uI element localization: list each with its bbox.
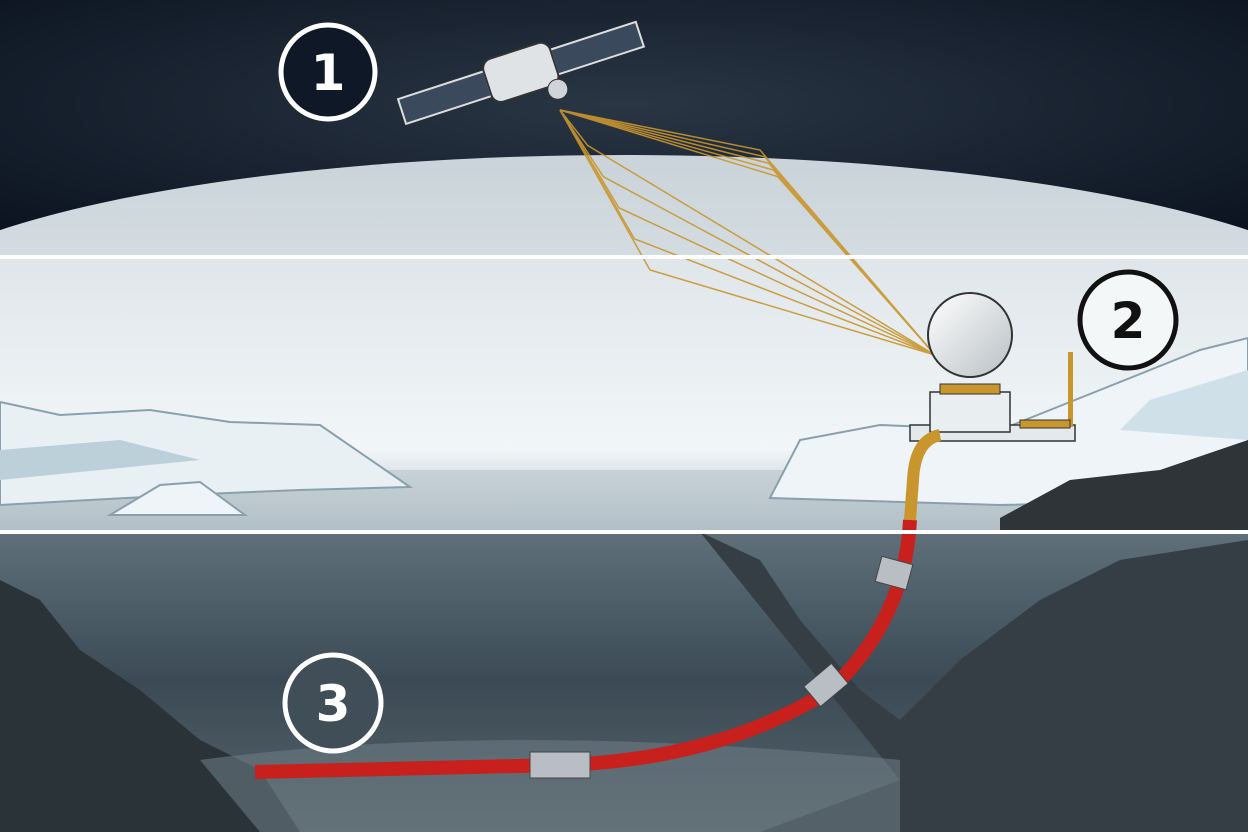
ground-station (909, 292, 1076, 442)
marker-1: 1 (278, 22, 378, 122)
radome (927, 292, 1013, 378)
marker-1-label: 1 (311, 44, 346, 102)
cable-joint (874, 555, 914, 591)
beam-line (559, 109, 936, 356)
umbilical-cable (904, 429, 942, 521)
beam-line (559, 109, 936, 356)
seabed-rocks-right (700, 532, 1248, 832)
marker-2: 2 (1077, 269, 1179, 371)
marker-3: 3 (282, 652, 384, 754)
iceberg-left (0, 400, 414, 507)
marker-3-label: 3 (316, 675, 351, 733)
cable-joint (803, 662, 849, 708)
iceberg-small (106, 480, 249, 516)
beam-line (559, 109, 936, 356)
beam-line (559, 109, 936, 356)
satellite (396, 20, 646, 126)
rock-outcrop (1000, 440, 1248, 532)
divider-bottom (0, 530, 1248, 534)
divider-top (0, 255, 1248, 259)
marker-2-label: 2 (1111, 292, 1146, 350)
cable-joint (529, 751, 591, 779)
signal-beam (559, 109, 936, 356)
